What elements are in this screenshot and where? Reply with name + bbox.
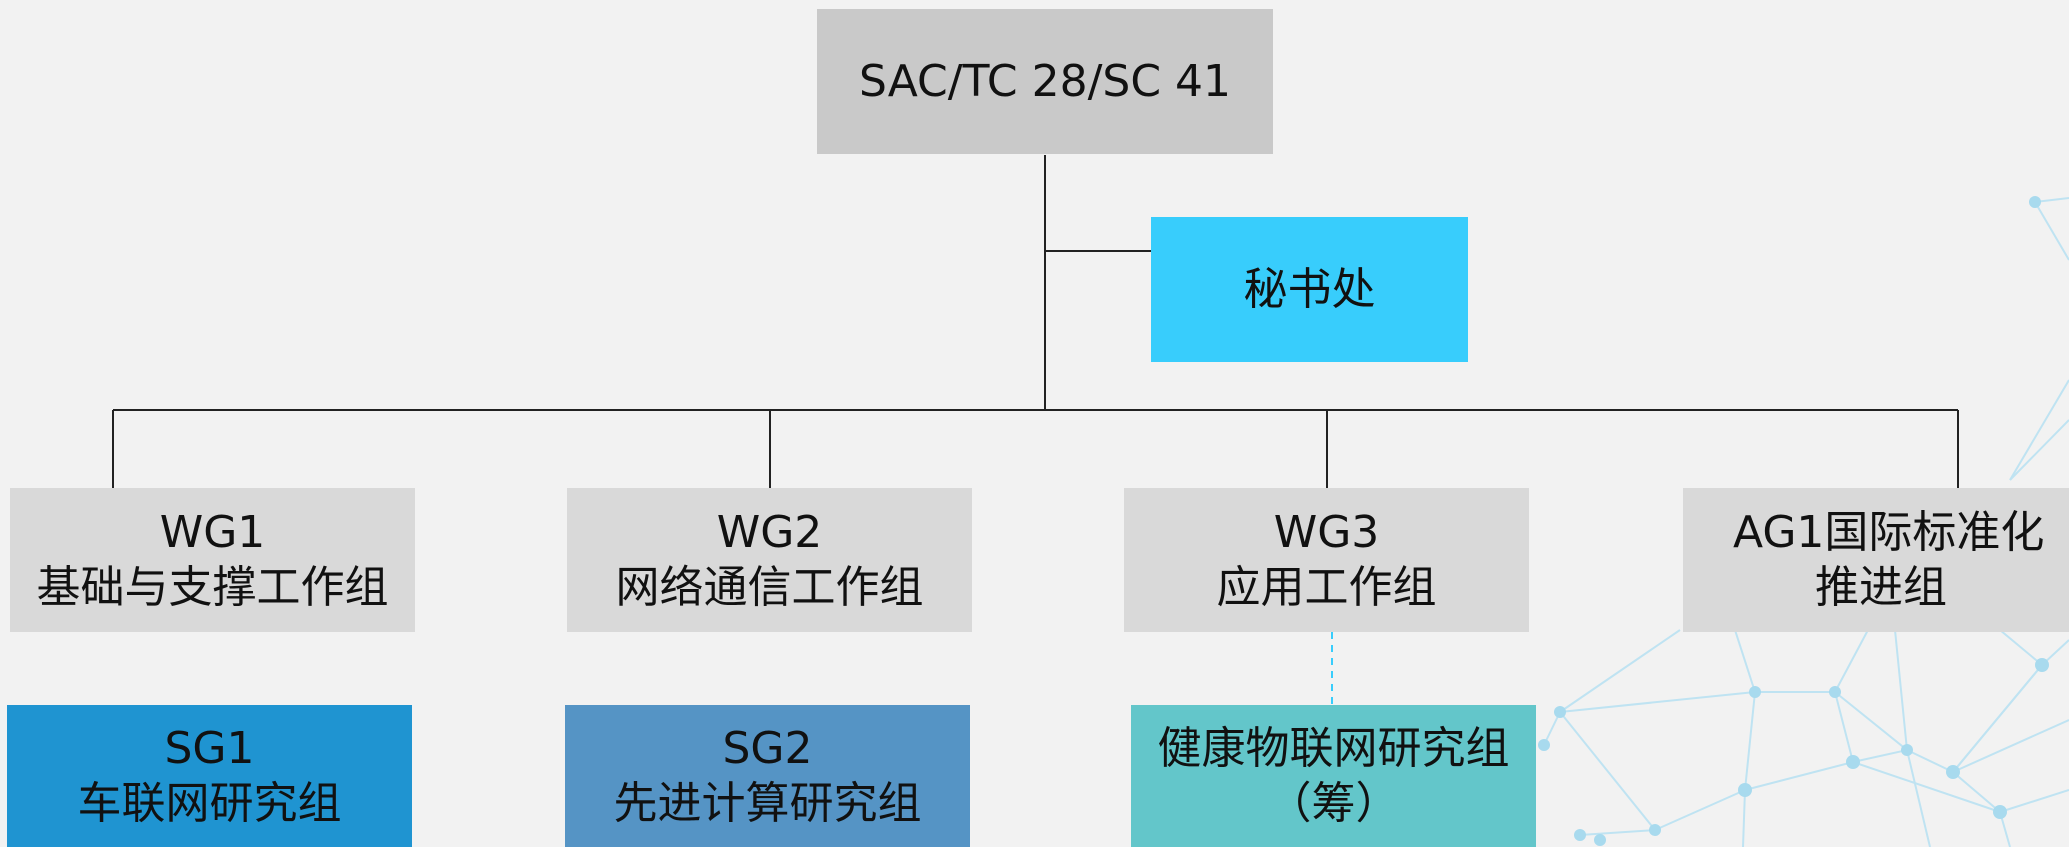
sg1-node-subtitle: 车联网研究组 [77, 778, 342, 829]
wg2-node-subtitle: 网络通信工作组 [615, 562, 924, 613]
sg2-node-title: SG2 [722, 723, 813, 774]
ag1-node: AG1国际标准化 推进组 [1683, 488, 2069, 632]
sg2-node-subtitle: 先进计算研究组 [613, 778, 922, 829]
sg3-node-title: 健康物联网研究组 [1157, 723, 1510, 774]
secretariat-node: 秘书处 [1151, 217, 1468, 362]
wg2-node: WG2 网络通信工作组 [567, 488, 972, 632]
wg3-node-subtitle: 应用工作组 [1216, 562, 1437, 613]
sg3-node: 健康物联网研究组 （筹） [1131, 705, 1536, 847]
ag1-node-title: AG1国际标准化 [1733, 507, 2045, 558]
ag1-node-subtitle: 推进组 [1815, 562, 1947, 613]
sg2-node: SG2 先进计算研究组 [565, 705, 970, 847]
wg3-node: WG3 应用工作组 [1124, 488, 1529, 632]
wg1-node-title: WG1 [159, 507, 266, 558]
wg1-node-subtitle: 基础与支撑工作组 [36, 562, 389, 613]
wg3-node-title: WG3 [1273, 507, 1380, 558]
sg3-node-subtitle: （筹） [1267, 778, 1400, 829]
wg2-node-title: WG2 [716, 507, 823, 558]
secretariat-node-label: 秘书处 [1243, 264, 1376, 315]
sg1-node: SG1 车联网研究组 [7, 705, 412, 847]
root-node-label: SAC/TC 28/SC 41 [858, 56, 1232, 107]
sg1-node-title: SG1 [164, 723, 255, 774]
wg1-node: WG1 基础与支撑工作组 [10, 488, 415, 632]
root-node: SAC/TC 28/SC 41 [817, 9, 1273, 154]
